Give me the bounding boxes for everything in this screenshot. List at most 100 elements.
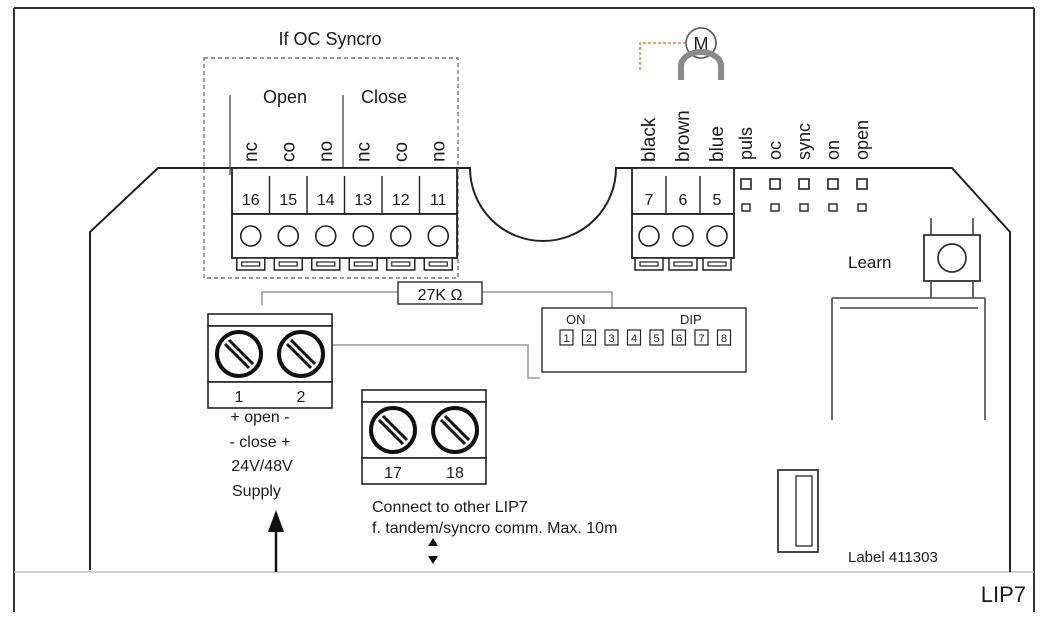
- screw-pin-number: 18: [446, 465, 464, 482]
- screw-pin-number: 17: [384, 465, 402, 482]
- led-icon: [827, 178, 839, 190]
- terminal-screw-icon: [427, 225, 450, 247]
- terminal-screw-icon: [239, 225, 262, 247]
- supply-line-1: + open -: [230, 409, 289, 426]
- dip-switch-number: 8: [721, 333, 727, 345]
- terminal-label: blue: [707, 126, 728, 162]
- terminal-tab-slot: [639, 261, 659, 267]
- supply-arrow-icon: [268, 510, 284, 532]
- terminal-pin: 6: [679, 192, 688, 209]
- terminal-header: [631, 167, 735, 215]
- learn-button-cap: [937, 243, 967, 273]
- screw-slot: [289, 338, 317, 366]
- terminal-tab-slot: [707, 261, 727, 267]
- terminal-pin: 11: [430, 192, 447, 209]
- comm-line-1: Connect to other LIP7: [372, 499, 528, 516]
- module-outline: [831, 297, 986, 420]
- screw-slot: [285, 342, 313, 370]
- resistor-wire-left: [261, 291, 400, 305]
- terminal-pin: 16: [242, 192, 260, 209]
- terminal-label: no: [428, 141, 449, 162]
- dip-switch-toggle: [649, 329, 664, 346]
- dip-switch-number: 3: [608, 333, 614, 345]
- terminal-pin: 5: [713, 192, 722, 209]
- pcb-outline: [89, 167, 1011, 572]
- led-icon: [769, 178, 781, 190]
- terminal-screw-icon: [706, 225, 728, 247]
- dip-switch-toggle: [604, 329, 619, 346]
- dip-on-label: ON: [566, 312, 586, 327]
- screw-icon: [431, 406, 479, 454]
- screw-slot: [377, 418, 405, 446]
- terminal-body: [231, 213, 458, 259]
- dip-switch-number: 6: [676, 333, 682, 345]
- resistor: [397, 281, 483, 305]
- screw-slot: [381, 414, 409, 442]
- screw-block-label-strip: [207, 381, 333, 409]
- terminal-tab-slot: [391, 261, 411, 267]
- terminal-label: nc: [241, 142, 262, 162]
- terminal-pin: 14: [317, 192, 335, 209]
- supply-to-dip-wire: [332, 344, 540, 379]
- led-label: puls: [736, 127, 756, 160]
- screw-slot: [227, 338, 255, 366]
- screw-pin-number: 1: [235, 389, 244, 406]
- led-label: on: [823, 140, 843, 160]
- led-label: sync: [794, 123, 814, 160]
- screw-slot: [443, 414, 471, 442]
- led-pad: [770, 203, 780, 212]
- motor-symbol: M: [694, 34, 709, 54]
- dip-switch: [541, 307, 747, 373]
- led-pad: [828, 203, 838, 212]
- screw-slot: [223, 342, 251, 370]
- screw-icon: [215, 330, 263, 378]
- motor-lead-wire: [639, 42, 686, 70]
- terminal-screw-icon: [389, 225, 412, 247]
- terminal-label: brown: [673, 110, 694, 162]
- close-group-label: Close: [361, 87, 407, 107]
- screw-pin-number: 2: [297, 389, 306, 406]
- led-icon: [798, 178, 810, 190]
- screw-block-top: [207, 313, 333, 327]
- motor-clip: [678, 49, 724, 80]
- led-icon: [740, 178, 752, 190]
- comm-arrow-up-icon: [428, 538, 438, 546]
- dip-switch-toggle: [671, 329, 687, 346]
- board-label: Label 411303: [848, 549, 938, 566]
- terminal-pin: 7: [645, 192, 654, 209]
- terminal-tab-slot: [316, 261, 336, 267]
- comm-arrow-down-icon: [428, 556, 438, 564]
- supply-line-2: - close +: [230, 434, 291, 451]
- terminal-tab-slot: [428, 261, 448, 267]
- led-label: open: [852, 120, 872, 160]
- terminal-tab-slot: [241, 261, 261, 267]
- dip-switch-toggle: [581, 329, 597, 346]
- terminal-tab-slot: [278, 261, 298, 267]
- comm-line-2: f. tandem/syncro comm. Max. 10m: [372, 520, 617, 537]
- syncro-group-title: If OC Syncro: [278, 29, 381, 49]
- terminal-pin: 13: [354, 192, 372, 209]
- terminal-screw-icon: [314, 225, 337, 247]
- dip-switch-toggle: [626, 329, 642, 346]
- terminal-tab-slot: [353, 261, 373, 267]
- led-icon: [856, 178, 868, 190]
- terminal-tab-slot: [673, 261, 693, 267]
- led-label: oc: [765, 141, 785, 160]
- open-group-label: Open: [263, 87, 307, 107]
- terminal-pin: 15: [279, 192, 297, 209]
- terminal-label: nc: [353, 142, 374, 162]
- screw-slot: [439, 418, 467, 446]
- terminal-label: no: [316, 141, 337, 162]
- terminal-screw-icon: [638, 225, 660, 247]
- led-pad: [741, 203, 751, 212]
- supply-line-3: 24V/48V: [231, 458, 293, 475]
- led-pad: [799, 203, 809, 212]
- dip-label: DIP: [680, 312, 702, 327]
